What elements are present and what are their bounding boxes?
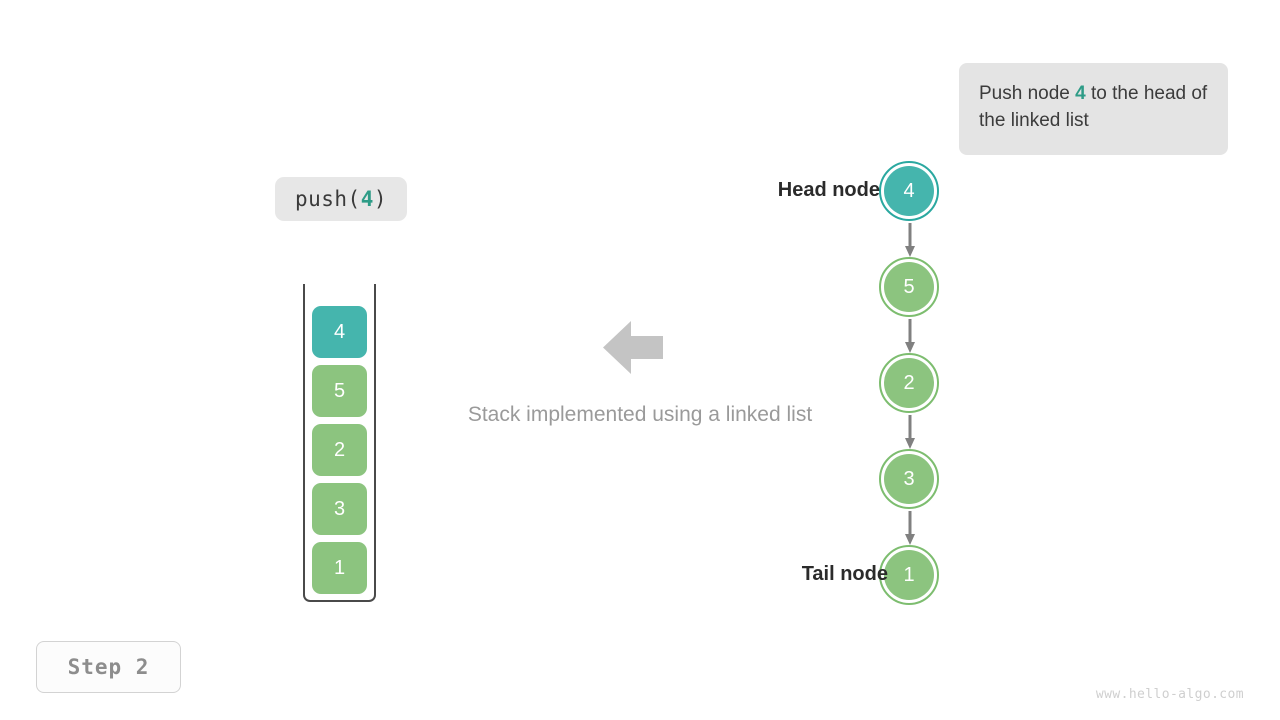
- callout-text-after: to the head of the linked list: [979, 83, 1208, 131]
- stack-cell-value: 5: [333, 379, 346, 402]
- stack-cell-value: 2: [333, 438, 346, 461]
- tail-node-label: Tail node: [801, 563, 888, 585]
- callout-text-before: Push node: [979, 83, 1076, 104]
- linked-list-node-ring: [879, 161, 939, 221]
- stack-cell-list: 4 5 2 3 1: [303, 284, 376, 602]
- operation-pill: push(4): [275, 177, 407, 221]
- linked-list-arrow-icon: [904, 415, 916, 449]
- linked-list-node-ring: [879, 353, 939, 413]
- watermark: www.hello-algo.com: [1096, 687, 1244, 702]
- arrow-left-icon: [603, 319, 663, 376]
- stack-cell-value: 3: [333, 497, 346, 520]
- stack-cell-value: 1: [333, 556, 346, 579]
- linked-list-node-ring: [879, 257, 939, 317]
- stack-container-walls: [303, 284, 376, 602]
- linked-list-node: 2: [879, 353, 940, 414]
- stack-cell: 3: [312, 483, 367, 535]
- linked-list-node-value: 4: [903, 179, 915, 202]
- linked-list-node-value: 1: [903, 563, 915, 586]
- linked-list-node-core: 5: [884, 262, 934, 312]
- linked-list-node-ring: [879, 449, 939, 509]
- diagram-caption-text: Stack implemented using a linked list: [467, 403, 813, 426]
- stack-cell: 2: [312, 424, 367, 476]
- watermark-text: www.hello-algo.com: [1095, 687, 1244, 702]
- linked-list-node-core: 2: [884, 358, 934, 408]
- stack-cell: 1: [312, 542, 367, 594]
- linked-list-node-value: 3: [903, 467, 915, 490]
- operation-open-paren: (: [347, 187, 361, 211]
- stack-cell: 5: [312, 365, 367, 417]
- linked-list-node: 3: [879, 449, 940, 510]
- linked-list-node-value: 5: [903, 275, 915, 298]
- linked-list-node-core: 4: [884, 166, 934, 216]
- callout-box: Push node 4 to the head of the linked li…: [959, 63, 1228, 155]
- linked-list-arrow-icon: [904, 223, 916, 257]
- linked-list-node-core: 1: [884, 550, 934, 600]
- step-badge: Step 2: [36, 641, 181, 693]
- linked-list-node-core: 3: [884, 454, 934, 504]
- linked-list-node: 5: [879, 257, 940, 318]
- linked-list-node: 1: [879, 545, 940, 606]
- operation-close-paren: ): [373, 187, 388, 211]
- linked-list-node: 4: [879, 161, 940, 222]
- operation-argument: 4: [360, 187, 374, 211]
- stack-cell-value: 4: [333, 320, 346, 343]
- linked-list-node-value: 2: [903, 371, 915, 394]
- diagram-caption: Stack implemented using a linked list: [0, 403, 1280, 427]
- step-badge-label: Step 2: [67, 655, 150, 679]
- linked-list-arrow-icon: [904, 319, 916, 353]
- callout-highlight-value: 4: [1075, 83, 1086, 104]
- linked-list-node-ring: [879, 545, 939, 605]
- stack-cell: 4: [312, 306, 367, 358]
- head-node-label: Head node: [777, 179, 880, 201]
- operation-name: push: [294, 187, 348, 211]
- stack-diagram: 4 5 2 3 1: [303, 284, 376, 602]
- linked-list-arrow-icon: [904, 511, 916, 545]
